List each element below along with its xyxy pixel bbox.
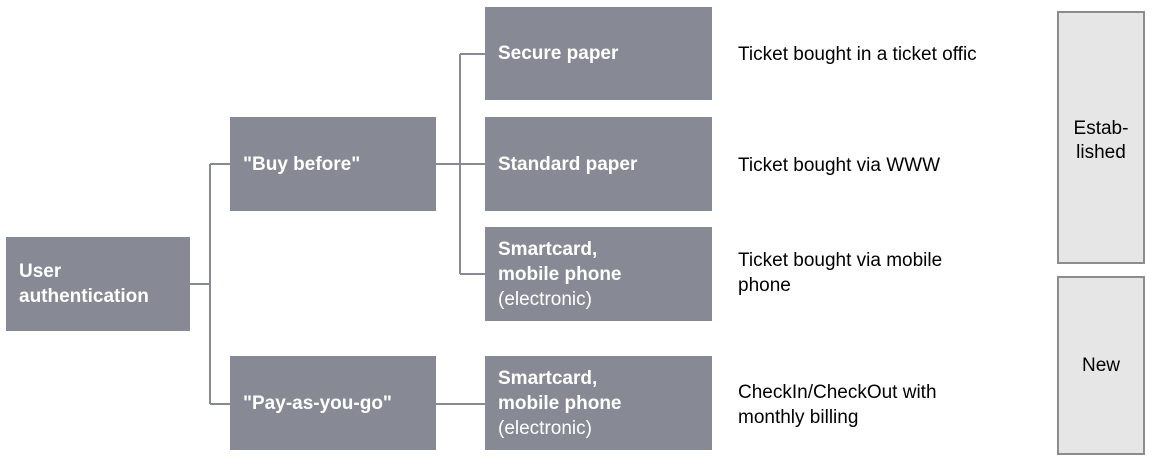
- status-new: New: [1057, 276, 1145, 455]
- desc-ticket-office: Ticket bought in a ticket offic: [738, 42, 977, 67]
- node-standard-paper-label: Standard paper: [498, 153, 638, 175]
- node-smartcard-payg-line-1: Smartcard,: [498, 367, 598, 389]
- node-smartcard-buy-line-3: (electronic): [498, 288, 592, 310]
- node-buy-before: "Buy before": [230, 117, 436, 211]
- node-smartcard-buy-line-2: mobile phone: [498, 263, 622, 285]
- desc-www-line-1: Ticket bought via WWW: [738, 155, 941, 176]
- node-user-authentication: User authentication: [6, 237, 190, 331]
- node-user-authentication-line-2: authentication: [19, 286, 149, 307]
- node-pay-as-you-go: "Pay-as-you-go": [230, 356, 436, 450]
- node-pay-as-you-go-label: "Pay-as-you-go": [243, 392, 392, 414]
- node-smartcard-buy: Smartcard, mobile phone (electronic): [485, 227, 712, 321]
- desc-checkin: CheckIn/CheckOut with monthly billing: [738, 380, 937, 430]
- node-buy-before-label: "Buy before": [243, 153, 361, 175]
- desc-mobile: Ticket bought via mobile phone: [738, 248, 942, 298]
- desc-www: Ticket bought via WWW: [738, 153, 940, 178]
- desc-checkin-line-2: monthly billing: [738, 407, 859, 428]
- status-established-line-2: lished: [1076, 142, 1126, 163]
- node-standard-paper: Standard paper: [485, 117, 712, 211]
- desc-mobile-line-1: Ticket bought via mobile: [738, 250, 943, 271]
- node-user-authentication-line-1: User: [19, 261, 62, 282]
- node-smartcard-payg: Smartcard, mobile phone (electronic): [485, 356, 712, 450]
- status-established-line-1: Estab-: [1073, 118, 1129, 139]
- desc-mobile-line-2: phone: [738, 275, 791, 296]
- desc-ticket-office-line-1: Ticket bought in a ticket offic: [738, 44, 977, 65]
- status-new-label: New: [1081, 354, 1120, 376]
- node-smartcard-buy-line-1: Smartcard,: [498, 238, 598, 260]
- desc-checkin-line-1: CheckIn/CheckOut with: [738, 382, 937, 403]
- node-secure-paper-label: Secure paper: [498, 43, 619, 64]
- node-secure-paper: Secure paper: [485, 7, 712, 100]
- node-smartcard-payg-line-3: (electronic): [498, 417, 592, 439]
- status-established: Estab- lished: [1057, 11, 1145, 264]
- node-smartcard-payg-line-2: mobile phone: [498, 392, 622, 414]
